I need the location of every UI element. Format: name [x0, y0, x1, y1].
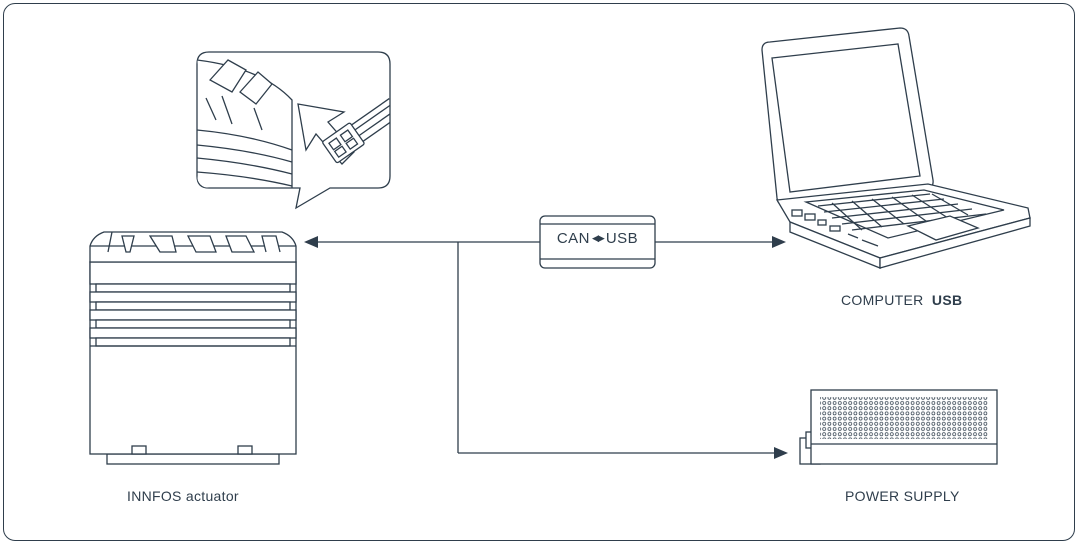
converter-right-text: USB: [605, 230, 639, 247]
diagram-frame: [3, 3, 1075, 541]
computer-port-label: USB: [931, 292, 963, 308]
converter-label: CAN◀▶USB: [541, 230, 654, 247]
connection-lines: [317, 241, 774, 454]
power-supply-icon: [799, 389, 998, 465]
actuator-label: INNFOS actuator: [127, 488, 239, 504]
computer-label-text: COMPUTER: [841, 292, 924, 308]
computer-label: COMPUTER USB: [841, 292, 962, 308]
can-usb-converter: [539, 215, 656, 269]
actuator-icon: [89, 231, 297, 465]
converter-arrows-icon: ◀▶: [591, 233, 605, 243]
arrow-right-power-icon: [774, 447, 788, 459]
arrow-right-computer-icon: [772, 236, 786, 248]
power-supply-label: POWER SUPPLY: [845, 488, 960, 504]
arrowheads: [304, 236, 788, 459]
arrow-left-icon: [304, 236, 318, 248]
converter-left-text: CAN: [556, 230, 590, 247]
connector-detail-icon: [196, 51, 391, 210]
laptop-icon: [761, 27, 1031, 269]
